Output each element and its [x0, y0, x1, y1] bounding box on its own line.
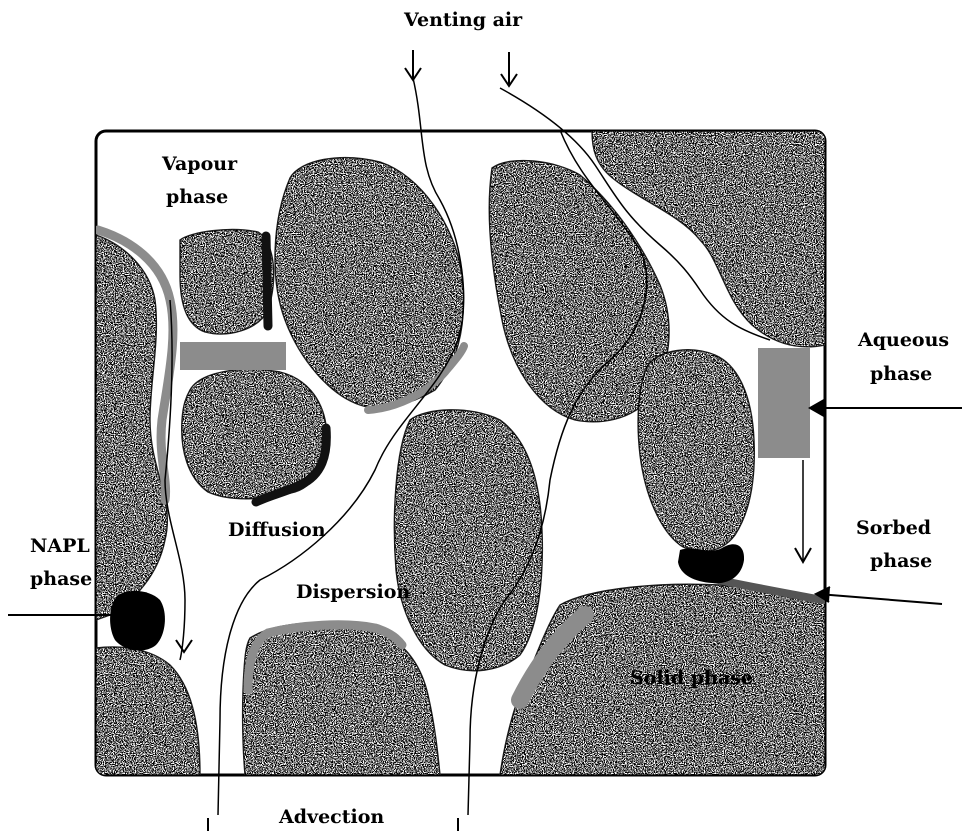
- label-solid-phase: Solid phase: [630, 667, 753, 689]
- label-napl-line1: NAPL: [30, 535, 90, 557]
- label-sorbed-line2: phase: [870, 550, 932, 572]
- napl-blob-left: [110, 591, 165, 651]
- label-sorbed-line1: Sorbed: [856, 517, 931, 539]
- aqueous-patch-right: [758, 348, 810, 458]
- label-napl-line2: phase: [30, 568, 92, 590]
- aqueous-patch-left: [180, 342, 286, 370]
- label-venting-air: Venting air: [403, 9, 523, 31]
- sorbed-phase-arrow: [818, 594, 942, 604]
- sorbed-vertical-bar: [266, 236, 268, 326]
- label-dispersion: Dispersion: [296, 581, 410, 603]
- label-vapour-line2: phase: [166, 186, 228, 208]
- label-advection: Advection: [278, 806, 384, 828]
- label-aqueous-line2: phase: [870, 363, 932, 385]
- label-aqueous-line1: Aqueous: [857, 329, 949, 351]
- flow-down-arrow-left: [176, 640, 192, 652]
- label-diffusion: Diffusion: [228, 519, 326, 541]
- label-vapour-line1: Vapour: [161, 153, 238, 175]
